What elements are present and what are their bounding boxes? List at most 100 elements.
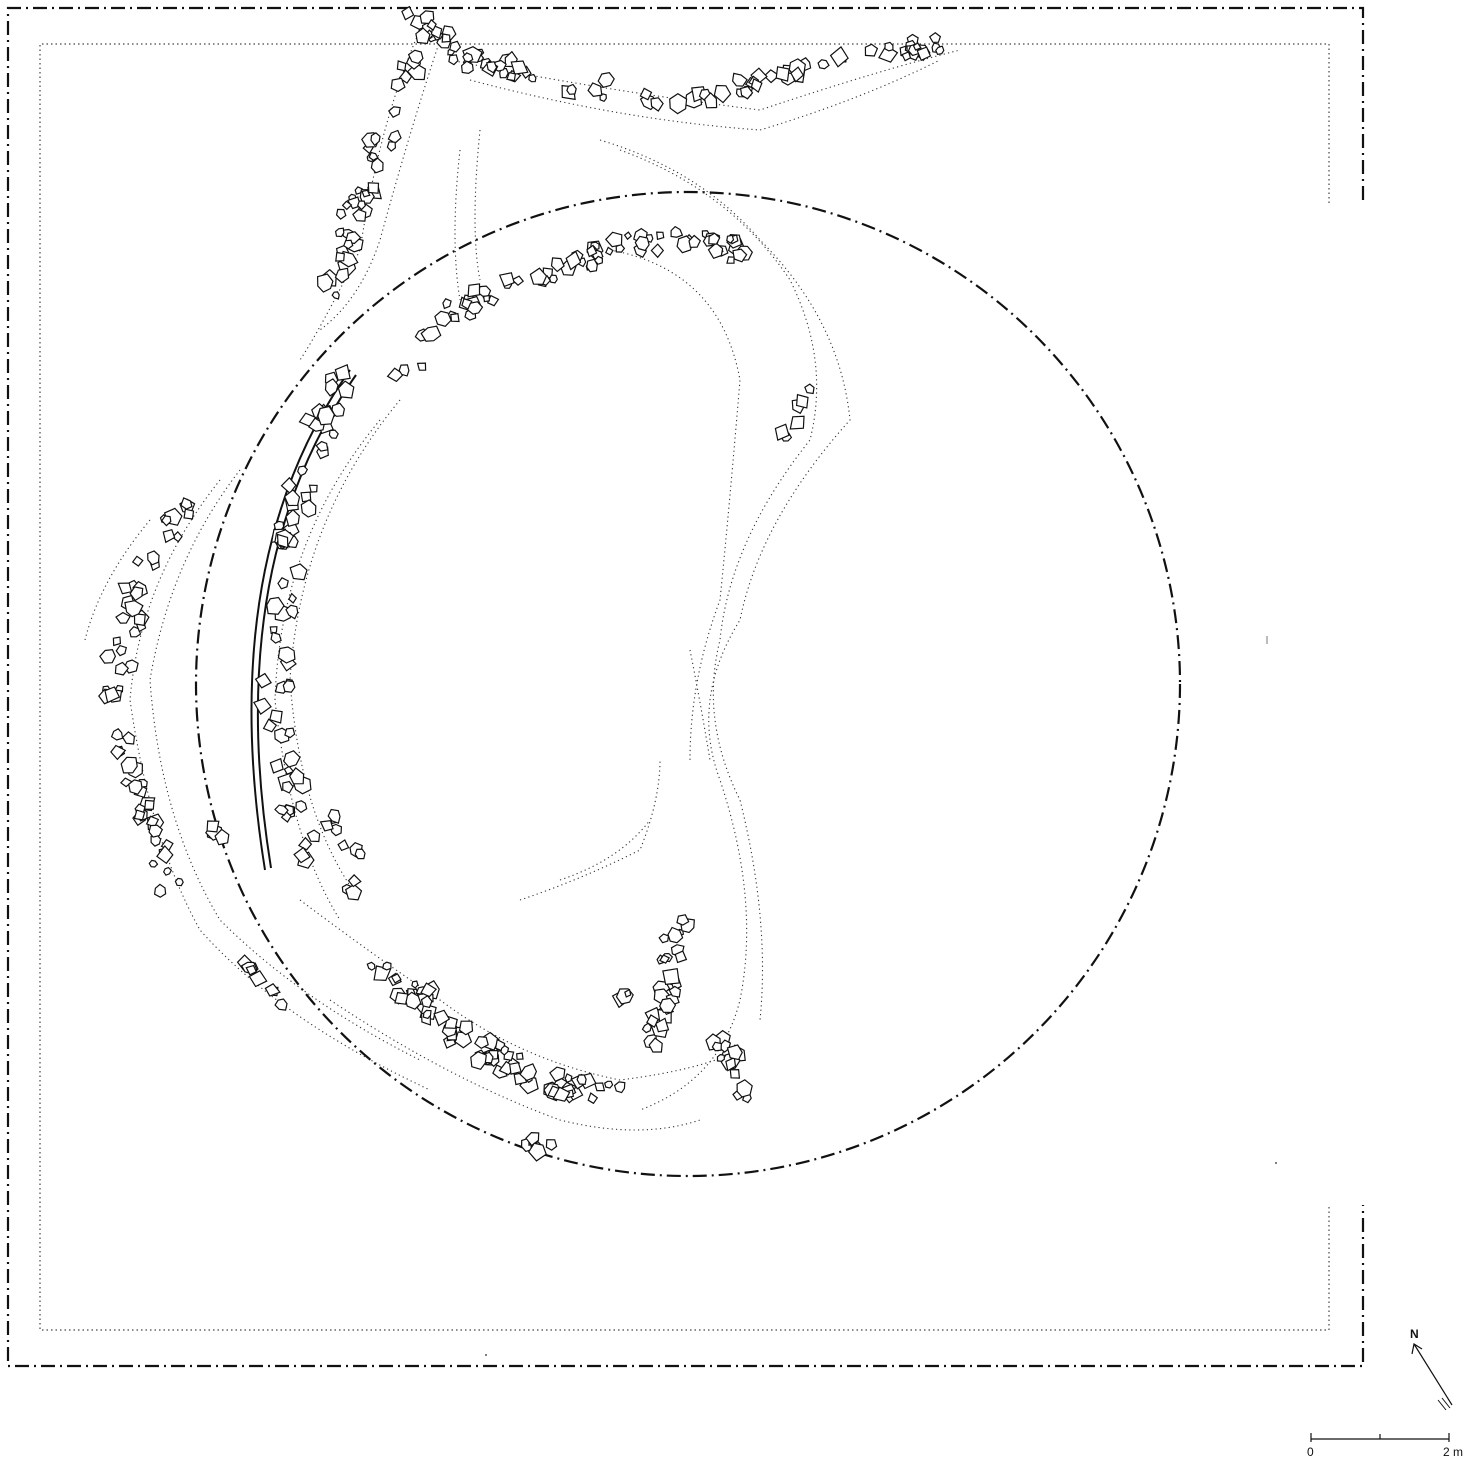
- stone-shape: [156, 844, 174, 865]
- stone-shape: [367, 182, 380, 194]
- north-arrow[interactable]: N: [1410, 1327, 1453, 1411]
- stone-shape: [174, 877, 184, 887]
- stone-shape: [361, 189, 371, 198]
- stone-shape: [110, 728, 124, 741]
- stone-shape: [426, 18, 437, 31]
- stone-shape: [466, 301, 484, 315]
- stone-shape: [264, 983, 281, 997]
- stone-shape: [736, 1079, 753, 1098]
- isolated-marks: [485, 636, 1277, 1356]
- stone-shape: [394, 991, 409, 1005]
- stone-shape: [650, 97, 664, 112]
- stone-shape: [604, 231, 623, 248]
- stone-shape: [180, 497, 193, 510]
- stone-shape: [387, 129, 402, 144]
- stone-shape: [420, 325, 442, 342]
- stone-shape: [269, 757, 284, 774]
- stone-shape: [467, 283, 481, 298]
- stone-shape: [270, 631, 282, 644]
- stone-shape: [492, 1064, 508, 1079]
- stone-shape: [634, 235, 650, 252]
- stone-shape: [433, 1009, 451, 1027]
- stone-shape: [396, 60, 407, 72]
- stone-shape: [277, 577, 289, 590]
- north-arrow-head-icon: [1411, 1343, 1423, 1355]
- stone-shape: [115, 644, 128, 657]
- stone-shape: [624, 988, 632, 998]
- stone-shape: [639, 87, 653, 101]
- stone-shape: [565, 250, 582, 271]
- stone-shape: [368, 151, 379, 161]
- stone-shape: [387, 106, 401, 118]
- stone-shape: [674, 950, 688, 964]
- stone-shape: [774, 423, 790, 441]
- stone-shape: [704, 92, 718, 109]
- stone-shape: [790, 66, 805, 83]
- stone-shape: [274, 998, 288, 1011]
- scale-bar[interactable]: 0 2 m: [1307, 1433, 1463, 1459]
- stone-shape: [316, 273, 334, 293]
- stone-shape: [594, 1082, 606, 1092]
- stone-shape: [282, 680, 296, 693]
- stone-shape: [527, 1142, 547, 1162]
- north-arrow-tick-1: [1437, 1399, 1447, 1411]
- stone-shape: [331, 291, 340, 300]
- stone-shape: [864, 43, 879, 57]
- stone-shape: [411, 980, 419, 989]
- stone-shape: [884, 41, 894, 52]
- stone-shape: [99, 648, 117, 664]
- stone-shape: [293, 846, 311, 864]
- stone-shape: [280, 811, 292, 823]
- stone-shape: [133, 613, 146, 627]
- stone-shape: [104, 686, 121, 704]
- stone-shape: [729, 1068, 741, 1079]
- stone-shape: [266, 596, 285, 615]
- trench-boundary: [6, 6, 1365, 1368]
- stone-shape: [112, 636, 122, 647]
- stone-shape: [274, 804, 289, 816]
- stone-shape: [486, 294, 500, 307]
- stone-shape: [566, 83, 577, 95]
- stone-shape: [458, 1020, 474, 1036]
- stone-shape: [454, 1031, 473, 1049]
- stone-shape: [115, 611, 131, 624]
- stone-shape: [131, 555, 144, 567]
- stone-shape: [750, 78, 763, 94]
- stone-shape: [276, 533, 289, 549]
- stone-shape: [120, 756, 138, 774]
- stone-shape: [214, 828, 230, 846]
- stone-shape: [599, 93, 607, 103]
- stone-shape: [597, 72, 615, 88]
- stone-shape: [110, 744, 127, 761]
- stone-shape: [334, 267, 350, 284]
- stone-shape: [315, 440, 329, 452]
- stone-shape: [659, 954, 671, 964]
- north-arrow-shaft: [1413, 1343, 1453, 1406]
- stone-shape: [510, 60, 529, 75]
- stone-shape: [283, 750, 301, 768]
- stone-shape: [442, 298, 452, 310]
- stone-shape: [288, 767, 305, 785]
- stone-shape: [334, 363, 351, 381]
- stone-shape: [731, 72, 748, 87]
- stone-shape: [462, 52, 474, 63]
- stone-shape: [407, 49, 424, 65]
- stone-shape: [659, 997, 677, 1014]
- stone-shape: [289, 563, 308, 581]
- stone-shape: [477, 285, 492, 298]
- stone-shape: [548, 274, 558, 284]
- stone-shape: [726, 1044, 743, 1061]
- stone-shape: [128, 779, 143, 795]
- stone-shape: [511, 275, 525, 286]
- stone-shape: [732, 248, 748, 263]
- stone-shape: [483, 294, 490, 303]
- stone-shape: [519, 1063, 538, 1082]
- stone-shape: [587, 1092, 599, 1105]
- stone-shape: [676, 914, 690, 926]
- stone-shape: [586, 258, 598, 273]
- stone-shape: [390, 77, 406, 93]
- stone-shape: [623, 231, 633, 241]
- stone-shape: [656, 231, 665, 241]
- stone-shape: [670, 225, 684, 238]
- stone-shape: [153, 883, 167, 898]
